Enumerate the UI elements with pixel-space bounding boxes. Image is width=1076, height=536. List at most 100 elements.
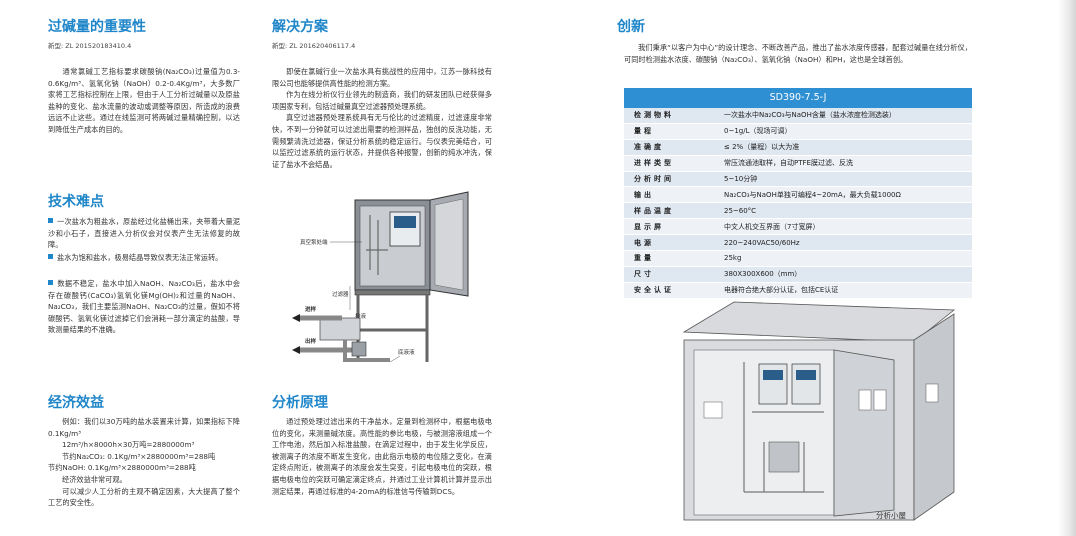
bullet-square-icon [48,280,53,285]
label-tank: 底液液 [398,350,415,356]
spec-key: 准确度 [634,143,664,152]
spec-rows: 检测物料 一次盐水中Na₂CO₃与NaOH含量（盐水浓度检测选装） 量程 0~1g/L… [624,108,972,299]
benefit-line-1: 例如：我们以30万吨的盐水装置来计算，如果指标下降0.1Kg/m³ [48,416,240,439]
spec-key: 输出 [634,190,654,199]
spec-value: ≤ 2%（量程）以大为准 [724,143,800,152]
shelter-analyzer-screen-1 [763,370,783,380]
title-difficulties: 技术难点 [48,194,104,210]
spec-value: 220~240VAC50/60Hz [724,238,800,247]
title-benefits: 经济效益 [48,395,104,411]
solution-para-3: 真空过滤器预处理系统具有无与伦比的过滤精度，过滤速度非常快，不到一分钟就可以过滤… [272,112,492,170]
spec-row: 输出 Na₂CO₃与NaOH单独可编程4~20mA，最大负载1000Ω [624,187,972,204]
spec-key: 样品温度 [634,206,674,215]
shelter-caption: 分析小屋 [876,511,906,520]
spec-table: SD390-7.5-J 检测物料 一次盐水中Na₂CO₃与NaOH含量（盐水浓度检… [624,88,972,299]
wall-switch-box [703,401,723,419]
solution-body: 即使在氯碱行业一次盐水具有挑战性的应用中，江苏一脉科技有限公司也能够提供高性能的… [272,66,492,170]
label-inlet: 进样 [305,307,317,313]
title-solution: 解决方案 [272,19,328,35]
filter-assembly [319,317,361,341]
spec-row: 准确度 ≤ 2%（量程）以大为准 [624,139,972,156]
difficulty-text-1: 一次盐水为粗盐水，原盐经过化盐桶出来，夹带着大量泥沙和小石子，直接进入分析仪会对… [48,217,240,250]
solution-text-2: 作为在线分析仪行业领先的制造商，我们的研发团队已经获得多项国家专利，包括过碱量真… [272,90,492,111]
spec-key: 安全认证 [634,286,674,295]
difficulty-text-2: 盐水为饱和盐水，极易结晶导致仪表无法正常运转。 [57,253,223,262]
difficulty-item-1: 一次盐水为粗盐水，原盐经过化盐桶出来，夹带着大量泥沙和小石子，直接进入分析仪会对… [48,216,240,251]
solution-para-2: 作为在线分析仪行业领先的制造商，我们的研发团队已经获得多项国家专利，包括过碱量真… [272,89,492,112]
patent-number-1: 新型: ZL 201520183410.4 [48,42,132,50]
spec-value: 5~10分钟 [724,175,758,183]
innovation-text: 我们秉承“以客户为中心”的设计理念、不断改善产品，推出了盐水浓度传感器，配套过碱… [624,43,972,64]
solution-text-3: 真空过滤器预处理系统具有无与伦比的过滤精度，过滤速度非常快，不到一分钟就可以过滤… [272,113,492,169]
spec-key: 电源 [634,238,654,247]
analyzer-screen [394,216,416,228]
cabinet-stand [356,295,429,362]
spec-row: 检测物料 一次盐水中Na₂CO₃与NaOH含量（盐水浓度检测选装） [624,108,972,124]
cabinet-base [354,289,431,296]
spec-row: 量程 0~1g/L（现场可调） [624,123,972,140]
spec-row: 分析时间 5~10分钟 [624,171,972,188]
shelter-filter-unit [768,441,800,473]
benefits-body: 例如：我们以30万吨的盐水装置来计算，如果指标下降0.1Kg/m³ 12m³/h… [48,416,240,509]
difficulty-text-3: 数据不稳定，盐水中加入NaOH、Na₂CO₃后，盐水中会存在碳酸钙(CaCO₃)… [48,279,240,335]
importance-body: 通常氯碱工艺指标要求碳酸钠(Na₂CO₃)过量值为0.3-0.6Kg/m³、氢氧… [48,66,240,136]
shelter-roof [682,301,956,343]
spec-key: 进样类型 [634,159,674,168]
spec-key: 分析时间 [634,175,674,183]
spec-value: 25kg [724,254,742,263]
solution-text-1: 即使在氯碱行业一次盐水具有挑战性的应用中，江苏一脉科技有限公司也能够提供高性能的… [272,67,492,88]
title-innovation: 创新 [617,19,645,35]
benefit-text-1: 例如：我们以30万吨的盐水装置来计算，如果指标下降0.1Kg/m³ [48,417,240,438]
importance-text: 通常氯碱工艺指标要求碳酸钠(Na₂CO₃)过量值为0.3-0.6Kg/m³、氢氧… [48,67,240,134]
spec-value: 常压流通池取样，自动PTFE膜过滤、反洗 [724,159,853,168]
spec-key: 检测物料 [634,111,674,120]
principle-body: 通过预处理过滤出来的干净盐水，定量到检测杯中，根据电极电位的变化，来测量碱浓度。… [272,416,492,497]
internal-tubing [366,215,388,275]
spec-value: 一次盐水中Na₂CO₃与NaOH含量（盐水浓度检测选装） [724,111,896,120]
benefit-line-2: 12m³/h×8000h×30万吨=2880000m³ [48,439,240,451]
spec-model-header: SD390-7.5-J [624,88,972,108]
title-principle: 分析原理 [272,395,328,411]
principle-text: 通过预处理过滤出来的干净盐水，定量到检测杯中，根据电极电位的变化，来测量碱浓度。… [272,417,492,496]
bullet-square-icon [48,218,53,223]
spec-row: 样品温度 25~60°C [624,203,972,220]
benefit-line-4: 节约NaOH: 0.1Kg/m³×2880000m³=288吨 [48,462,240,474]
label-vacuum: 真空泵处端 [300,240,328,246]
spec-row: 安全认证电器符合绝大部分认证，包括CE认证 [624,282,972,299]
patent-number-2: 新型: ZL 201620406117.4 [272,42,356,50]
title-importance: 过碱量的重要性 [48,19,146,35]
spec-value: Na₂CO₃与NaOH单独可编程4~20mA，最大负载1000Ω [724,190,901,199]
spec-key: 尺寸 [634,270,654,279]
label-filter: 过滤器 [332,292,349,298]
outlet-arrow-icon [292,346,300,354]
benefit-text-4: 节约NaOH: 0.1Kg/m³×2880000m³=288吨 [48,463,196,473]
door-outlet [858,389,872,411]
benefit-text-5: 经济效益非常可观。 [62,474,127,484]
spec-value: 0~1g/L（现场可调） [724,127,792,136]
benefit-text-3: 节约Na₂CO₃: 0.1Kg/m³×2880000m³=288吨 [62,451,216,461]
door-outlet-2 [873,389,887,411]
solution-para-1: 即使在氯碱行业一次盐水具有挑战性的应用中，江苏一脉科技有限公司也能够提供高性能的… [272,66,492,89]
shelter-analyzer-screen-2 [796,370,816,380]
spec-key: 显示屏 [634,222,664,231]
page-spine-shadow [1058,0,1076,536]
shelter-door [833,349,895,517]
difficulty-item-3: 数据不稳定，盐水中加入NaOH、Na₂CO₃后，盐水中会存在碳酸钙(CaCO₃)… [48,278,240,336]
label-drain: 排液 [355,314,367,320]
bullet-square-icon [48,254,53,259]
benefit-line-6: 可以减少人工分析的主观不确定因素，大大提高了整个工艺的安全性。 [48,486,240,509]
drain-pipe [343,340,390,362]
label-leader-lines [330,241,401,363]
spec-value: 25~60°C [724,206,757,215]
drain-tank [351,341,367,357]
spec-row: 进样类型 常压流通池取样，自动PTFE膜过滤、反洗 [624,155,972,172]
benefit-text-2: 12m³/h×8000h×30万吨=2880000m³ [62,440,195,450]
door-panel [434,198,464,291]
shelter-side-wall [913,313,955,521]
spec-value: 中文人机交互界面（7寸宽屏） [724,222,820,231]
spec-key: 量程 [634,127,654,136]
benefit-line-5: 经济效益非常可观。 [48,474,240,486]
label-outlet: 出样 [305,339,317,345]
